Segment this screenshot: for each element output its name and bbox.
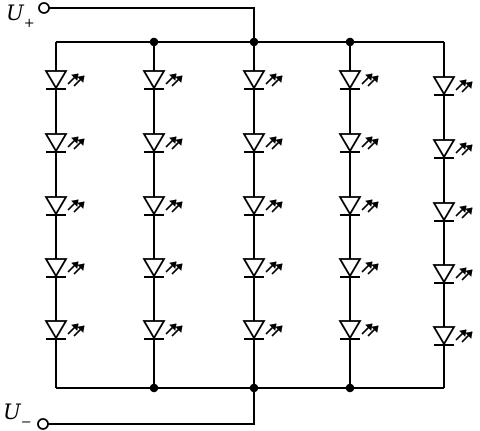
led-column-1 — [44, 42, 85, 388]
light-emission-arrows — [265, 323, 283, 337]
junction-node-bottom — [149, 383, 159, 393]
junction-nodes — [149, 37, 355, 393]
led-triangle — [242, 70, 266, 90]
led-triangle — [432, 76, 456, 96]
led-columns — [44, 42, 473, 388]
positive-terminal-subscript: + — [24, 16, 35, 31]
light-emission-arrows — [67, 261, 85, 275]
junction-node-top — [149, 37, 159, 47]
light-emission-arrows — [455, 79, 473, 93]
negative-lead-wire — [48, 388, 255, 425]
led-triangle — [142, 70, 166, 90]
junction-node-top — [249, 37, 259, 47]
led-triangle — [338, 258, 362, 278]
led — [432, 202, 473, 222]
led — [142, 320, 183, 340]
led-column-3 — [242, 42, 283, 388]
led-triangle — [432, 326, 456, 346]
positive-terminal — [38, 2, 50, 14]
light-emission-arrows — [361, 136, 379, 150]
positive-terminal-label: U+ — [6, 1, 35, 31]
light-emission-arrows — [67, 323, 85, 337]
light-emission-arrows — [67, 199, 85, 213]
led — [44, 320, 85, 340]
light-emission-arrows — [165, 73, 183, 87]
led — [338, 70, 379, 90]
led — [432, 139, 473, 159]
junction-node-bottom — [345, 383, 355, 393]
light-emission-arrows — [265, 199, 283, 213]
led-triangle — [432, 264, 456, 284]
led-triangle — [338, 70, 362, 90]
light-emission-arrows — [455, 142, 473, 156]
led-triangle — [432, 202, 456, 222]
led — [142, 258, 183, 278]
light-emission-arrows — [165, 136, 183, 150]
led — [242, 133, 283, 153]
led-triangle — [242, 133, 266, 153]
negative-terminal-symbol: U — [3, 400, 22, 424]
light-emission-arrows — [265, 73, 283, 87]
led — [44, 196, 85, 216]
led-triangle — [44, 133, 68, 153]
led-triangle — [142, 258, 166, 278]
led — [338, 320, 379, 340]
light-emission-arrows — [165, 261, 183, 275]
light-emission-arrows — [67, 136, 85, 150]
led-column-4 — [338, 42, 379, 388]
light-emission-arrows — [455, 205, 473, 219]
led-triangle — [142, 133, 166, 153]
led — [44, 70, 85, 90]
led-triangle — [338, 320, 362, 340]
led — [338, 196, 379, 216]
led-column-5 — [432, 42, 473, 388]
led-triangle — [44, 258, 68, 278]
led-triangle — [432, 139, 456, 159]
led — [142, 133, 183, 153]
led — [44, 258, 85, 278]
led-triangle — [242, 258, 266, 278]
light-emission-arrows — [361, 73, 379, 87]
led — [432, 76, 473, 96]
led-triangle — [44, 320, 68, 340]
led — [432, 326, 473, 346]
led — [242, 320, 283, 340]
light-emission-arrows — [361, 323, 379, 337]
light-emission-arrows — [265, 261, 283, 275]
light-emission-arrows — [165, 323, 183, 337]
led-triangle — [142, 196, 166, 216]
led — [338, 258, 379, 278]
led-triangle — [242, 320, 266, 340]
junction-node-top — [345, 37, 355, 47]
led — [432, 264, 473, 284]
negative-terminal-subscript: − — [21, 415, 32, 430]
light-emission-arrows — [455, 329, 473, 343]
led — [242, 258, 283, 278]
led-triangle — [338, 133, 362, 153]
light-emission-arrows — [455, 267, 473, 281]
light-emission-arrows — [165, 199, 183, 213]
led — [242, 196, 283, 216]
led — [44, 133, 85, 153]
light-emission-arrows — [361, 261, 379, 275]
led — [242, 70, 283, 90]
led-triangle — [44, 70, 68, 90]
led — [142, 70, 183, 90]
led-triangle — [242, 196, 266, 216]
positive-lead-wire — [49, 7, 255, 42]
junction-node-bottom — [249, 383, 259, 393]
negative-terminal — [37, 418, 49, 430]
led — [142, 196, 183, 216]
light-emission-arrows — [265, 136, 283, 150]
led-triangle — [142, 320, 166, 340]
negative-terminal-label: U− — [3, 400, 32, 430]
positive-terminal-symbol: U — [6, 1, 25, 25]
led — [338, 133, 379, 153]
led-triangle — [338, 196, 362, 216]
led-column-2 — [142, 42, 183, 388]
led-triangle — [44, 196, 68, 216]
light-emission-arrows — [67, 73, 85, 87]
light-emission-arrows — [361, 199, 379, 213]
